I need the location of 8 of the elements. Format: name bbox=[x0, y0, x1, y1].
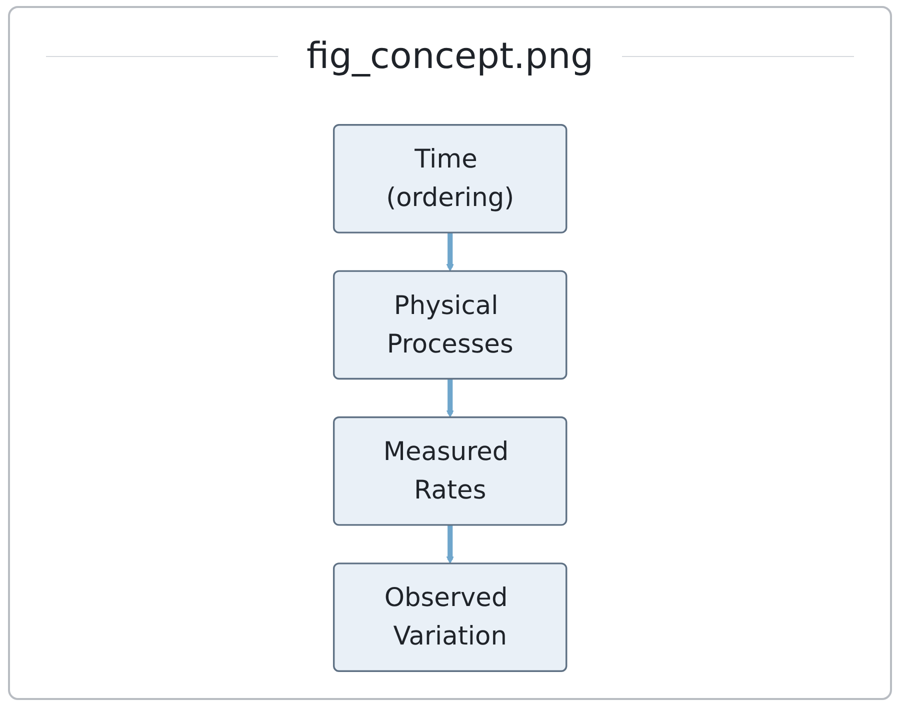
arrow bbox=[446, 524, 454, 564]
arrow bbox=[446, 378, 454, 418]
node-box: Time (ordering) bbox=[332, 124, 568, 234]
node-box: Physical Processes bbox=[332, 270, 568, 380]
arrow bbox=[446, 232, 454, 272]
node-box: Measured Rates bbox=[332, 416, 568, 526]
diagram-title: fig_concept.png bbox=[305, 36, 595, 77]
node-box: Observed Variation bbox=[332, 562, 568, 672]
